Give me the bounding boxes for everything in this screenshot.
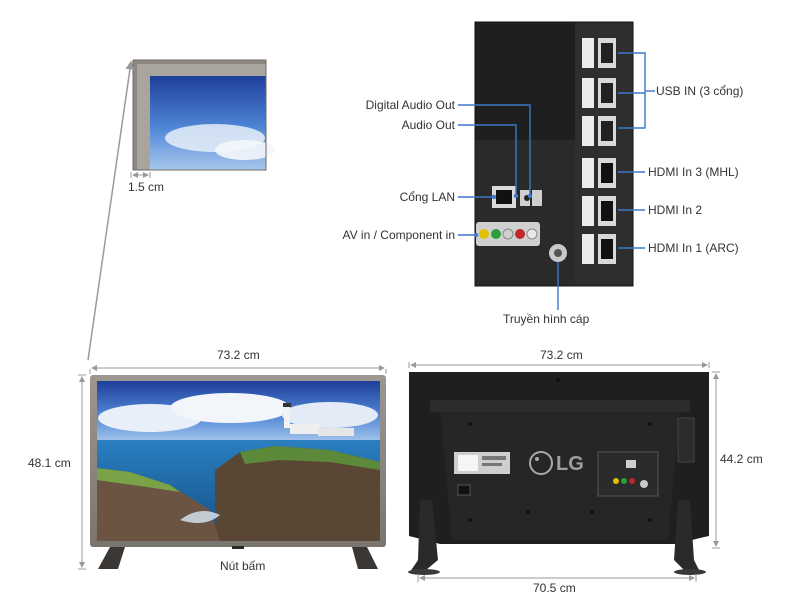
callout-dots xyxy=(473,193,533,238)
bezel-closeup xyxy=(132,59,275,171)
tv-back-stand xyxy=(408,500,706,575)
lg-logo-text: LG xyxy=(556,453,584,475)
hdmi2-label: HDMI In 2 xyxy=(648,203,703,217)
hdmi1-label: HDMI In 1 (ARC) xyxy=(648,241,739,255)
callout-lines xyxy=(458,52,655,310)
digital-audio-label: Digital Audio Out xyxy=(365,98,455,112)
tv-front xyxy=(90,375,386,547)
usb-label: USB IN (3 cổng) xyxy=(656,84,744,98)
lan-label: Cổng LAN xyxy=(399,190,455,204)
tv-front-stand xyxy=(98,547,378,569)
av-component-jacks xyxy=(476,222,540,246)
bezel-dimension xyxy=(130,172,151,178)
lg-logo-mark xyxy=(529,451,553,475)
audio-out-label: Audio Out xyxy=(401,118,455,132)
port-panel-closeup xyxy=(474,21,634,287)
stand-width-label: 70.5 cm xyxy=(533,581,576,595)
hdmi3-label: HDMI In 3 (MHL) xyxy=(648,165,739,179)
front-height-label: 48.1 cm xyxy=(28,456,71,470)
back-dimensions xyxy=(408,362,720,582)
bezel-width-label: 1.5 cm xyxy=(128,180,165,194)
usb-ports xyxy=(582,38,616,146)
front-dimensions xyxy=(78,365,387,570)
front-width-label: 73.2 cm xyxy=(217,348,260,362)
tv-back xyxy=(409,372,709,544)
front-button-mark xyxy=(232,546,244,549)
bezel-pointer-line xyxy=(87,60,135,361)
hdmi-ports xyxy=(582,158,616,264)
back-height-label: 44.2 cm xyxy=(720,452,763,466)
av-in-label: AV in / Component in xyxy=(342,228,455,242)
cable-tv-label: Truyền hình cáp xyxy=(503,312,590,326)
antenna-connector xyxy=(549,244,567,262)
front-button-label: Nút bấm xyxy=(220,559,266,573)
back-width-label: 73.2 cm xyxy=(540,348,583,362)
